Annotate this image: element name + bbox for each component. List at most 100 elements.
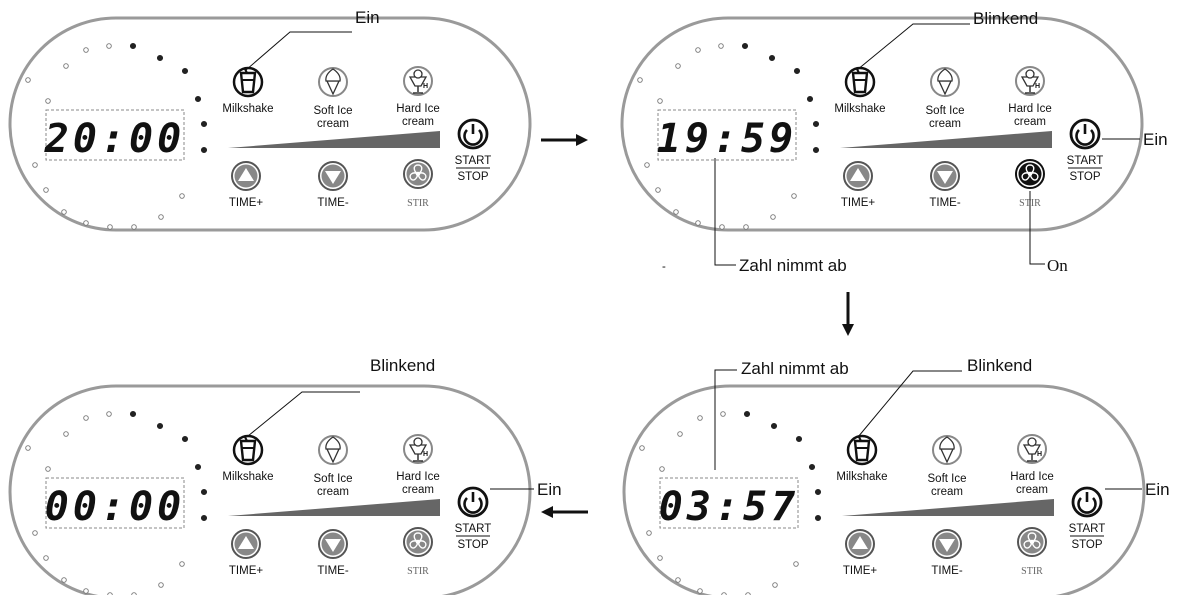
time-minus-button[interactable] xyxy=(932,529,962,559)
indicator-led-off xyxy=(639,445,645,451)
indicator-led-off xyxy=(61,577,67,583)
hard-ice-label-line2: cream xyxy=(402,116,434,128)
indicator-led-off xyxy=(720,411,726,417)
arrow-up-icon xyxy=(850,168,866,181)
indicator-led-off xyxy=(43,555,49,561)
indicator-led-off xyxy=(718,43,724,49)
time-minus-button[interactable] xyxy=(318,529,348,559)
indicator-led-off xyxy=(772,582,778,588)
time-plus-label: TIME+ xyxy=(841,197,875,209)
milkshake-button[interactable] xyxy=(846,434,878,466)
indicator-led-off xyxy=(83,415,89,421)
indicator-led-on xyxy=(156,422,164,430)
hard-ice-label-line2: cream xyxy=(1014,116,1046,128)
speed-level-bar xyxy=(842,499,1054,516)
arrow-down-icon xyxy=(937,171,953,184)
stop-label: STOP xyxy=(457,539,488,551)
time-plus-button[interactable] xyxy=(843,161,873,191)
arrow-up-icon xyxy=(238,536,254,549)
time-minus-label: TIME- xyxy=(317,197,348,209)
start-stop-button[interactable] xyxy=(1071,486,1103,518)
indicator-led-off xyxy=(83,588,89,594)
milkshake-button[interactable] xyxy=(232,434,264,466)
stir-button[interactable] xyxy=(403,159,433,189)
milkshake-label: Milkshake xyxy=(222,471,273,483)
callout-stir-2: On xyxy=(1047,256,1068,275)
indicator-led-on xyxy=(812,120,820,128)
milkshake-button[interactable] xyxy=(232,66,264,98)
stop-label: STOP xyxy=(1071,539,1102,551)
indicator-led-off xyxy=(719,224,725,230)
hard-ice-cream-button[interactable] xyxy=(403,434,433,464)
indicator-led-off xyxy=(158,582,164,588)
hard-ice-cream-button[interactable] xyxy=(1017,434,1047,464)
indicator-led-off xyxy=(25,445,31,451)
arrow-up-icon xyxy=(852,536,868,549)
stir-label: STIR xyxy=(407,566,429,577)
hard-ice-cream-button[interactable] xyxy=(403,66,433,96)
indicator-led-off xyxy=(61,209,67,215)
callout-milkshake-3: Blinkend xyxy=(370,356,435,375)
panel-outline xyxy=(620,16,1144,232)
soft-ice-cream-button[interactable] xyxy=(318,435,348,465)
leader-stir-2 xyxy=(1029,191,1045,265)
leader-milkshake-2 xyxy=(856,23,970,71)
start-stop-button[interactable] xyxy=(1069,118,1101,150)
indicator-led-off xyxy=(657,98,663,104)
hard-ice-cream-button[interactable] xyxy=(1015,66,1045,96)
time-display-value: 20:00 xyxy=(44,116,185,162)
indicator-led-off xyxy=(32,162,38,168)
indicator-led-on xyxy=(814,488,822,496)
soft-ice-cream-button[interactable] xyxy=(318,67,348,97)
time-minus-label: TIME- xyxy=(929,197,960,209)
hard-ice-label-line2: cream xyxy=(402,484,434,496)
start-stop-button[interactable] xyxy=(457,118,489,150)
indicator-led-off xyxy=(158,214,164,220)
leader-milkshake-3 xyxy=(247,391,360,437)
indicator-led-on xyxy=(768,54,776,62)
indicator-led-off xyxy=(179,561,185,567)
start-stop-button[interactable] xyxy=(457,486,489,518)
panel-outline xyxy=(622,384,1146,595)
indicator-led-on xyxy=(743,410,751,418)
stir-button[interactable] xyxy=(1017,527,1047,557)
time-minus-label: TIME- xyxy=(317,565,348,577)
time-minus-button[interactable] xyxy=(318,161,348,191)
indicator-led-on xyxy=(812,146,820,154)
indicator-led-on xyxy=(194,463,202,471)
milkshake-label: Milkshake xyxy=(836,471,887,483)
time-minus-button[interactable] xyxy=(930,161,960,191)
milkshake-label: Milkshake xyxy=(834,103,885,115)
stir-button[interactable] xyxy=(1015,159,1045,189)
hard-ice-label-line2: cream xyxy=(1016,484,1048,496)
indicator-led-on xyxy=(129,42,137,50)
indicator-led-off xyxy=(695,47,701,53)
leader-milkshake-4 xyxy=(857,370,962,438)
time-plus-label: TIME+ xyxy=(843,565,877,577)
milkshake-label: Milkshake xyxy=(222,103,273,115)
callout-start-2: Ein xyxy=(1143,130,1168,149)
indicator-led-off xyxy=(63,431,69,437)
milkshake-button[interactable] xyxy=(844,66,876,98)
stir-button[interactable] xyxy=(403,527,433,557)
panel-outline xyxy=(8,384,532,595)
indicator-led-on xyxy=(795,435,803,443)
time-plus-button[interactable] xyxy=(231,529,261,559)
indicator-led-on xyxy=(200,120,208,128)
soft-ice-cream-button[interactable] xyxy=(932,435,962,465)
indicator-led-off xyxy=(63,63,69,69)
indicator-led-off xyxy=(697,588,703,594)
soft-ice-label-line2: cream xyxy=(317,118,349,130)
soft-ice-cream-button[interactable] xyxy=(930,67,960,97)
callout-start-3: Ein xyxy=(537,480,562,499)
indicator-led-off xyxy=(131,224,137,230)
time-plus-button[interactable] xyxy=(845,529,875,559)
arrow-down-icon xyxy=(325,171,341,184)
time-plus-button[interactable] xyxy=(231,161,261,191)
indicator-led-on xyxy=(181,67,189,75)
callout-time-4: Zahl nimmt ab xyxy=(741,359,849,378)
soft-ice-label-line1: Soft Ice xyxy=(928,473,967,485)
